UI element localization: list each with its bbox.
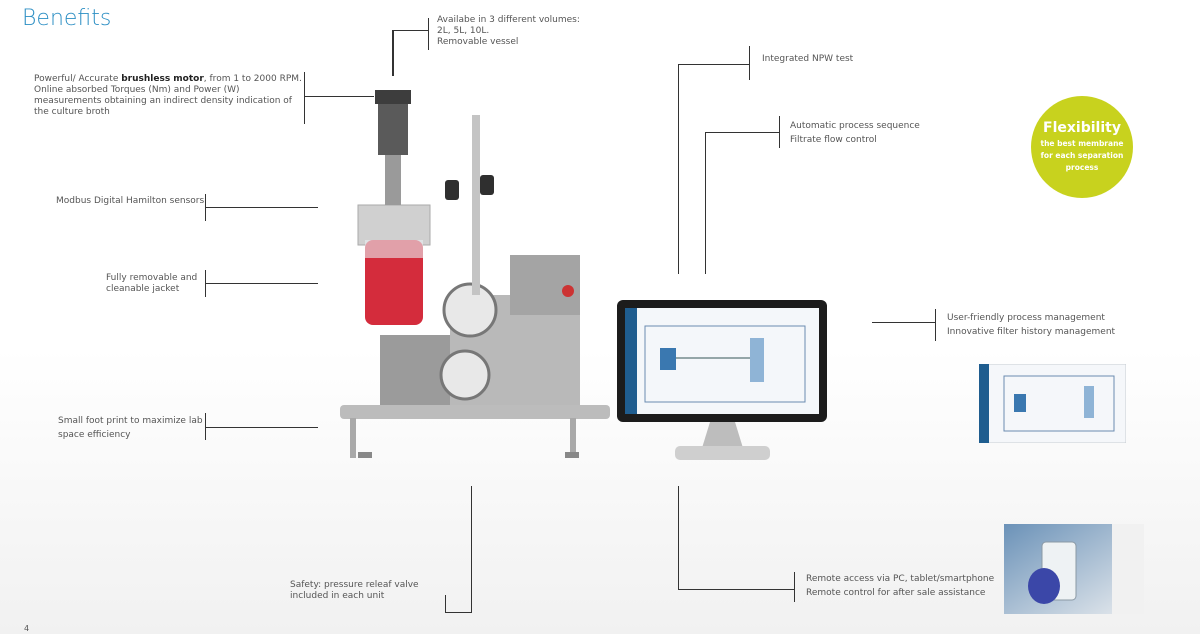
safety-line-1: Safety: pressure releaf valve	[290, 580, 419, 590]
process-line-1: Automatic process sequence	[790, 121, 920, 131]
badge-sub-line-1: the best membrane	[1040, 139, 1124, 148]
motor-bold: brushless motor	[121, 74, 204, 84]
tablet-photo	[1004, 524, 1144, 614]
process-callout: Automatic process sequence Filtrate flow…	[790, 119, 920, 147]
volumes-callout: Availabe in 3 different volumes: 2L, 5L,…	[437, 15, 580, 48]
page-number: 4	[24, 624, 30, 633]
footprint-line-2: space efficiency	[58, 430, 131, 440]
jacket-line-1: Fully removable and	[106, 273, 198, 283]
motor-line-1: Powerful/ Accurate brushless motor, from…	[34, 74, 302, 85]
motor-suffix: , from 1 to 2000 RPM.	[203, 74, 302, 84]
sensors-callout: Modbus Digital Hamilton sensors	[56, 196, 205, 206]
screen-thumbnail	[979, 364, 1126, 443]
remote-line-2: Remote control for after sale assistance	[806, 588, 986, 598]
monitor-illustration	[617, 300, 827, 460]
volumes-line-1: Availabe in 3 different volumes:	[437, 15, 580, 25]
motor-line-4: the culture broth	[34, 107, 110, 117]
badge-sub-line-3: process	[1065, 163, 1099, 172]
volumes-line-2: 2L, 5L, 10L.	[437, 26, 490, 36]
footprint-callout: Small foot print to maximize lab space e…	[58, 414, 203, 442]
bioreactor-illustration	[340, 90, 610, 458]
jacket-line-2: cleanable jacket	[106, 284, 180, 294]
management-callout: User-friendly process management Innovat…	[947, 311, 1115, 339]
management-line-1: User-friendly process management	[947, 313, 1105, 323]
process-line-2: Filtrate flow control	[790, 135, 877, 145]
remote-callout: Remote access via PC, tablet/smartphone …	[806, 572, 994, 600]
jacket-callout: Fully removable and cleanable jacket	[106, 273, 197, 295]
motor-callout: Powerful/ Accurate brushless motor, from…	[34, 74, 302, 118]
npw-callout: Integrated NPW test	[762, 54, 854, 64]
motor-line-2: Online absorbed Torques (Nm) and Power (…	[34, 85, 240, 95]
badge-subtext: the best membrane for each separation pr…	[1031, 138, 1133, 174]
page-title: Benefits	[22, 6, 112, 31]
flexibility-badge: Flexibility the best membrane for each s…	[1031, 96, 1133, 198]
volumes-line-3: Removable vessel	[437, 37, 519, 47]
management-line-2: Innovative filter history management	[947, 327, 1116, 337]
badge-headline: Flexibility	[1043, 120, 1121, 136]
motor-line-3: measurements obtaining an indirect densi…	[34, 96, 292, 106]
remote-line-1: Remote access via PC, tablet/smartphone	[806, 574, 995, 584]
safety-line-2: included in each unit	[290, 591, 385, 601]
safety-callout: Safety: pressure releaf valve included i…	[290, 580, 419, 602]
badge-sub-line-2: for each separation	[1040, 151, 1124, 160]
footprint-line-1: Small foot print to maximize lab	[58, 416, 203, 426]
motor-prefix: Powerful/ Accurate	[34, 74, 122, 84]
